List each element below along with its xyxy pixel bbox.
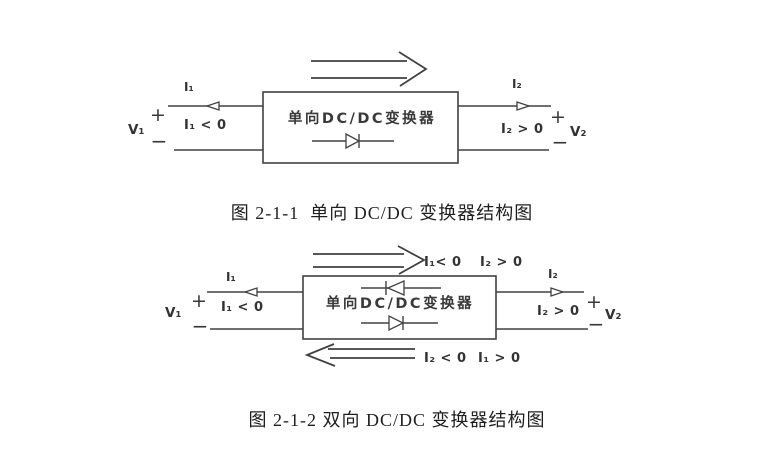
current-label-i2: I₂ (548, 267, 558, 281)
current-condition-i1: I₁ < 0 (221, 300, 264, 315)
figure1-caption: 图 2-1-1 单向 DC/DC 变换器结构图 (230, 203, 534, 223)
diode-right-icon (361, 314, 438, 332)
voltage-label-v2: V₂ (570, 124, 586, 140)
plus-sign: + (550, 106, 566, 128)
plus-sign: + (586, 291, 602, 313)
current-condition-i1: I₁ < 0 (184, 118, 227, 133)
figure2-diagram: I₁< 0 I₂ > 0 单向DC/DC变换器 I₁ (165, 245, 621, 367)
minus-sign: − (588, 312, 605, 336)
minus-sign: − (552, 130, 569, 154)
bottom-flow-condition-2: I₁ > 0 (478, 351, 521, 366)
minus-sign: − (192, 314, 209, 338)
figure1-diagram: 单向DC/DC变换器 I₁ I₁ < 0 + V₁ − I₂ I₂ > (128, 51, 586, 164)
power-flow-right-arrow-icon (311, 51, 428, 87)
current-condition-i2: I₂ > 0 (501, 122, 544, 137)
power-flow-left-arrow-icon (304, 343, 415, 367)
converter-box-label: 单向DC/DC变换器 (288, 109, 436, 127)
plus-sign: + (150, 104, 166, 126)
plus-sign: + (191, 290, 207, 312)
voltage-label-v2: V₂ (605, 307, 621, 323)
top-flow-condition-1: I₁< 0 (424, 255, 462, 270)
converter-box-label: 单向DC/DC变换器 (326, 294, 474, 312)
converter-box (262, 91, 459, 164)
converter-box (302, 275, 497, 340)
bottom-flow-condition-1: I₂ < 0 (424, 351, 467, 366)
figure2-caption: 图 2-1-2 双向 DC/DC 变换器结构图 (248, 410, 546, 430)
top-flow-condition-2: I₂ > 0 (480, 255, 523, 270)
current-label-i2: I₂ (512, 77, 522, 91)
arrowhead-right-icon (516, 101, 532, 111)
minus-sign: − (151, 129, 168, 153)
current-label-i1: I₁ (184, 80, 194, 94)
arrowhead-left-icon (242, 287, 258, 297)
current-label-i1: I₁ (226, 270, 236, 284)
arrowhead-right-icon (550, 287, 566, 297)
voltage-label-v1: V₁ (128, 122, 144, 138)
diode-right-icon (312, 132, 394, 150)
diode-left-icon (361, 280, 441, 296)
current-condition-i2: I₂ > 0 (537, 304, 580, 319)
power-flow-right-arrow-icon (313, 245, 426, 275)
voltage-label-v1: V₁ (165, 305, 181, 321)
arrowhead-left-icon (204, 101, 220, 111)
